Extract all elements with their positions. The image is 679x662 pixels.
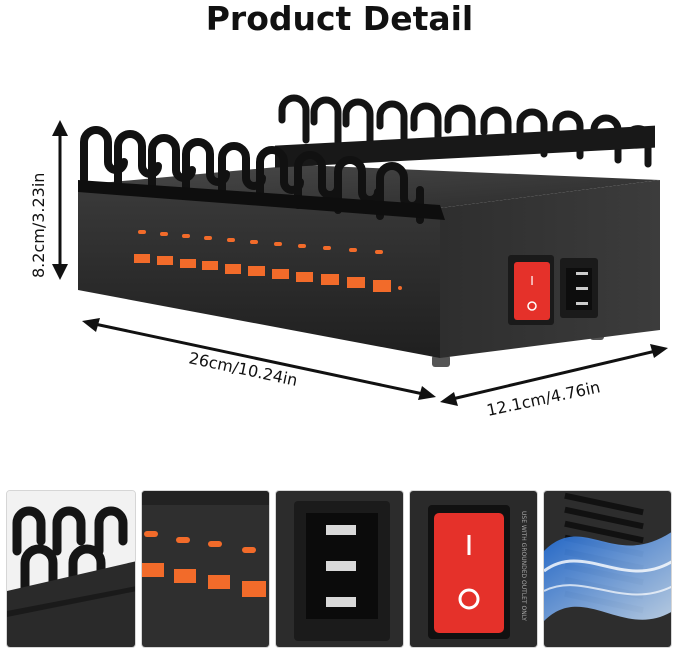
height-label: 8.2cm/3.23in [29,173,48,278]
cooling-vent-closeup [543,490,672,648]
foot [432,355,450,367]
cable-holder-back [278,94,652,168]
width-dimension [440,344,668,406]
usb-ports-closeup [141,490,270,648]
usb-c-ports [138,230,383,254]
holder-rail-back [275,125,655,168]
vent-label-text: USE WITH GROUNDED OUTLET ONLY [520,511,527,621]
length-dimension [82,318,436,400]
power-switch: I [508,255,554,325]
height-dimension [52,120,68,280]
power-socket [560,258,598,318]
power-switch-closeup: USE WITH GROUNDED OUTLET ONLY [409,490,538,648]
usb-a-ports [134,254,402,292]
power-socket-closeup [275,490,404,648]
cable-holder-closeup [6,490,136,648]
switch-on-symbol: I [530,274,534,288]
width-label: 12.1cm/4.76in [485,377,602,420]
holder-rail-front [78,180,445,220]
page-title: Product Detail [205,0,474,38]
product-hero-image: I 8 [29,94,668,420]
